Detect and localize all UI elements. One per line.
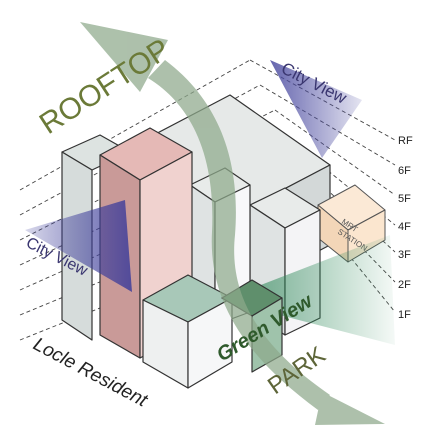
- floor-label-6f: 6F: [398, 165, 411, 177]
- floor-label-5f: 5F: [398, 193, 411, 205]
- floor-label-rf: RF: [398, 135, 413, 147]
- green-view-wedge: [222, 235, 395, 345]
- teal-block: [142, 274, 233, 389]
- mrt-station-box: [317, 184, 386, 263]
- city-view-left-wedge: [25, 200, 132, 292]
- floor-labels: RF 6F 5F 4F 3F 2F 1F: [398, 135, 413, 321]
- floor-label-4f: 4F: [398, 221, 411, 233]
- floor-label-3f: 3F: [398, 249, 411, 261]
- floor-label-2f: 2F: [398, 279, 411, 291]
- floor-label-1f: 1F: [398, 309, 411, 321]
- city-view-top-wedge: [270, 60, 362, 158]
- circulation-arrow: [80, 22, 385, 425]
